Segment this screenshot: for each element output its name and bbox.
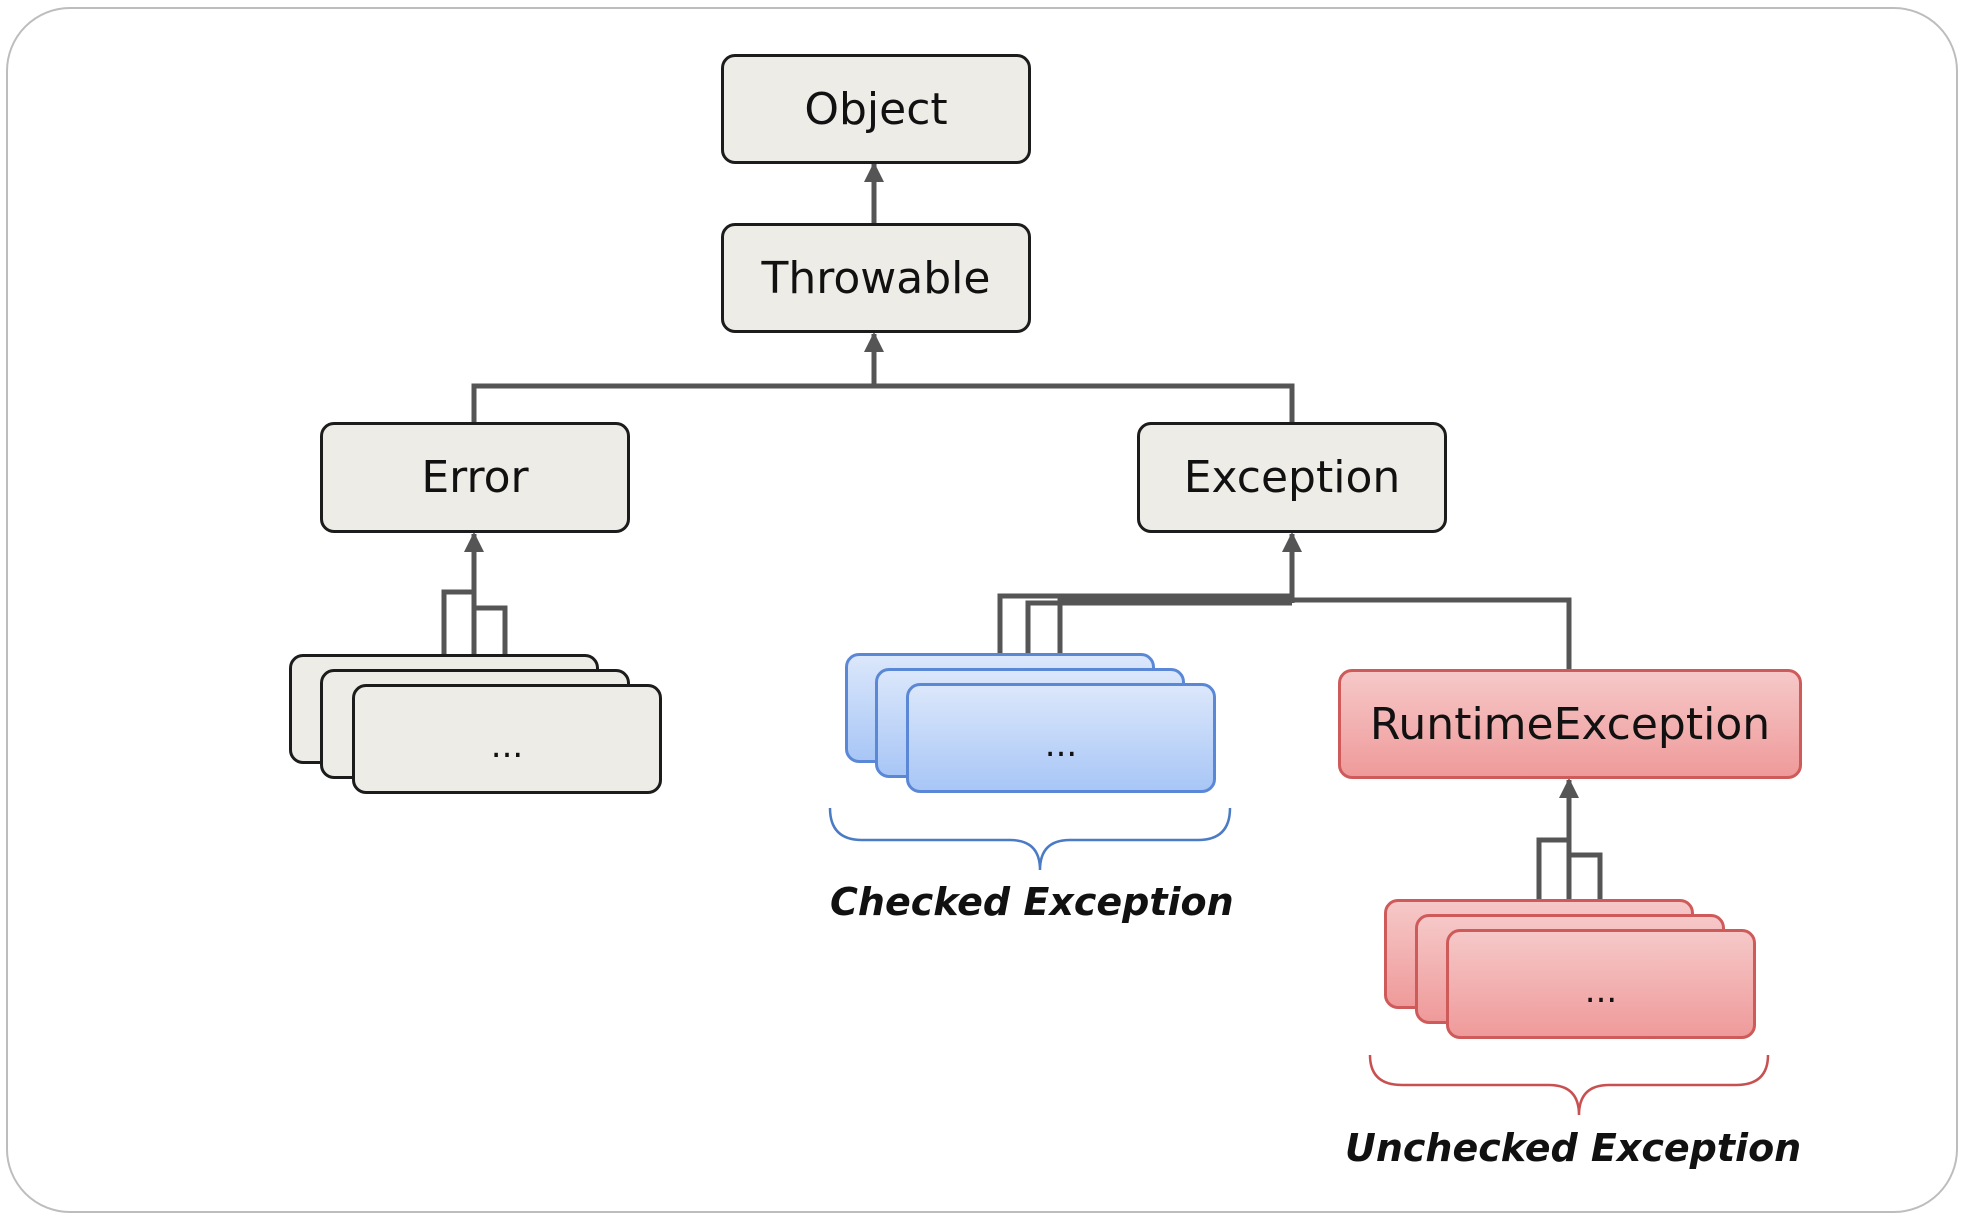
connector-unchecked-sub-1 bbox=[1536, 837, 1569, 900]
checked-subclass-card-front: ... bbox=[906, 683, 1216, 793]
brace-unchecked bbox=[1368, 1054, 1770, 1116]
connector-error-sub-1 bbox=[441, 589, 474, 656]
checked-exception-caption: Checked Exception bbox=[830, 880, 1234, 924]
throwable-node: Throwable bbox=[721, 223, 1031, 333]
connector-runtime-exception bbox=[1292, 597, 1572, 670]
runtime-exception-node: RuntimeException bbox=[1338, 669, 1802, 779]
object-node: Object bbox=[721, 54, 1031, 164]
unchecked-exception-caption: Unchecked Exception bbox=[1345, 1126, 1802, 1170]
error-node: Error bbox=[320, 422, 630, 533]
exception-node: Exception bbox=[1137, 422, 1447, 533]
connector-checked-sub-1 bbox=[997, 593, 1292, 654]
error-subclass-card-front: ... bbox=[352, 684, 662, 794]
connector-checked-sub-2 bbox=[1025, 600, 1292, 669]
unchecked-subclass-card-front: ... bbox=[1446, 929, 1756, 1039]
connector-error-throwable bbox=[471, 383, 1295, 422]
brace-checked bbox=[828, 807, 1232, 871]
